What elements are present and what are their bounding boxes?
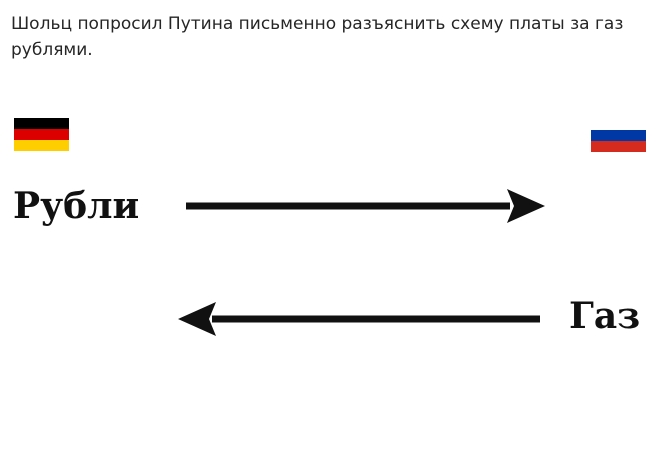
russia-flag-icon [591,119,646,152]
gas-label: Газ [569,295,641,337]
germany-flag-icon [14,118,69,151]
flag-stripe-white [591,119,646,130]
arrow-right-icon [186,189,545,223]
flag-stripe-red [14,129,69,140]
arrow-left-head [178,302,216,336]
flag-stripe-gold [14,140,69,151]
flag-stripe-blue [591,130,646,141]
rubles-label: Рубли [13,185,140,227]
flag-stripe-red [591,141,646,152]
flag-stripe-black [14,118,69,129]
arrow-right-head [507,189,545,223]
arrow-left-icon [178,302,540,336]
post-caption: Шольц попросил Путина письменно разъясни… [11,14,624,60]
